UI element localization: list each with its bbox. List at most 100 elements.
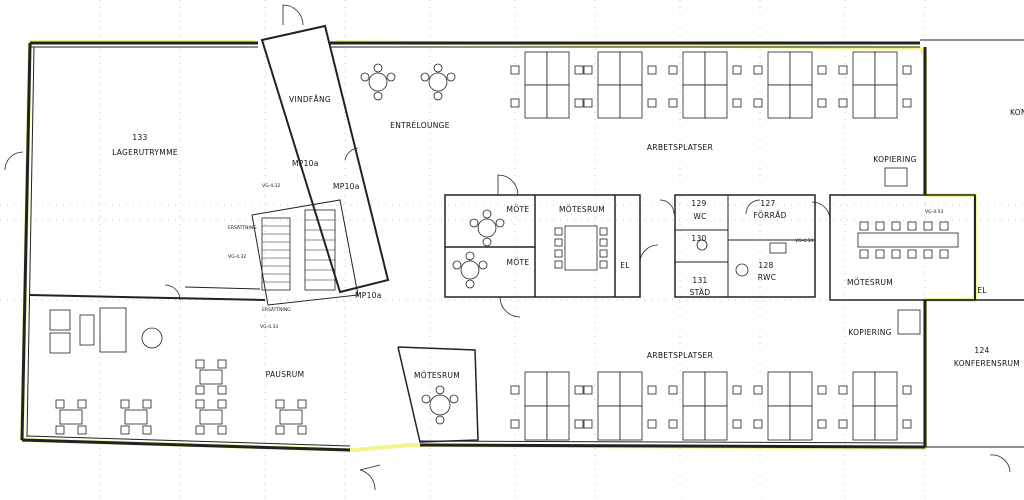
chair xyxy=(77,399,87,409)
chair xyxy=(195,425,205,435)
desk xyxy=(619,84,643,119)
desk xyxy=(619,371,643,407)
chair xyxy=(647,419,657,429)
copier xyxy=(884,167,908,187)
label-el-right: EL xyxy=(977,286,987,295)
chair xyxy=(386,72,396,82)
chair xyxy=(907,221,917,231)
chair xyxy=(574,98,584,108)
chair xyxy=(668,385,678,395)
chair xyxy=(449,394,459,404)
doors xyxy=(4,4,1011,491)
chair xyxy=(217,359,227,369)
chair xyxy=(433,63,443,73)
desk xyxy=(852,405,876,441)
conference-table xyxy=(857,232,959,248)
chair xyxy=(923,221,933,231)
chair xyxy=(554,238,563,247)
chair xyxy=(510,65,520,75)
tag-mp-3: MP10a xyxy=(355,291,382,300)
desk xyxy=(767,405,791,441)
chair xyxy=(142,399,152,409)
label-forrad: FÖRRÅD xyxy=(753,211,786,220)
chair xyxy=(478,260,488,270)
chair xyxy=(495,218,505,228)
chair xyxy=(732,65,742,75)
chair xyxy=(668,98,678,108)
chair xyxy=(574,385,584,395)
chair xyxy=(583,385,593,395)
label-wc: WC xyxy=(693,212,706,221)
tag-mp-1: MP10a xyxy=(292,159,319,168)
label-stad: STÄD xyxy=(690,288,711,297)
chair xyxy=(469,218,479,228)
toilet xyxy=(735,263,749,277)
round-table xyxy=(141,327,163,349)
label-arbetsplatser-bottom: ARBETSPLATSER xyxy=(647,351,713,360)
desk xyxy=(524,405,548,441)
desk xyxy=(852,371,876,407)
round-table xyxy=(428,72,448,92)
chair xyxy=(55,399,65,409)
conference-table xyxy=(564,225,598,271)
table xyxy=(279,409,303,425)
desk xyxy=(767,371,791,407)
chair xyxy=(599,238,608,247)
chair xyxy=(554,227,563,236)
desk xyxy=(767,84,791,119)
round-table xyxy=(368,72,388,92)
coffee-table xyxy=(79,314,95,346)
chair xyxy=(923,249,933,259)
chair xyxy=(554,249,563,258)
chair xyxy=(732,98,742,108)
chair xyxy=(195,359,205,369)
label-arbetsplatser-top: ARBETSPLATSER xyxy=(647,143,713,152)
chair xyxy=(838,98,848,108)
chair xyxy=(217,385,227,395)
label-rwc-number: 128 xyxy=(758,261,773,270)
chair xyxy=(599,227,608,236)
chair xyxy=(647,65,657,75)
chair xyxy=(297,425,307,435)
desk xyxy=(546,51,570,86)
chair xyxy=(142,425,152,435)
desk xyxy=(874,51,898,86)
chair xyxy=(195,399,205,409)
tag-vg-5: VG-4.33 xyxy=(925,209,943,215)
chair xyxy=(902,98,912,108)
label-stad-number: 131 xyxy=(692,276,707,285)
desk xyxy=(704,405,728,441)
chair xyxy=(120,399,130,409)
round-table xyxy=(460,260,480,280)
chair xyxy=(891,221,901,231)
desk xyxy=(597,84,621,119)
copier xyxy=(897,309,921,335)
label-entrelounge: ENTRÉLOUNGE xyxy=(390,121,450,130)
desk xyxy=(789,405,813,441)
tag-mp-2: MP10a xyxy=(333,182,360,191)
room-labels: 133 LAGERUTRYMME VINDFÅNG ENTRÉLOUNGE AR… xyxy=(112,95,1024,380)
tag-vg-1: VG-4.32 xyxy=(262,183,280,189)
tag-vg-4: VG-4.34 xyxy=(795,238,813,244)
label-kopiering-bottom: KOPIERING xyxy=(848,328,891,337)
chair xyxy=(599,260,608,269)
label-forrad-number: 127 xyxy=(760,199,775,208)
chair xyxy=(838,65,848,75)
label-el-center: EL xyxy=(620,261,630,270)
desk xyxy=(546,84,570,119)
chair xyxy=(433,91,443,101)
desk xyxy=(874,84,898,119)
desk xyxy=(767,51,791,86)
chair xyxy=(574,65,584,75)
chair xyxy=(838,385,848,395)
chair xyxy=(217,399,227,409)
chair xyxy=(482,209,492,219)
chair xyxy=(435,415,445,425)
desk xyxy=(524,84,548,119)
desk xyxy=(682,51,706,86)
desk xyxy=(619,51,643,86)
interior-walls xyxy=(29,24,1024,443)
desk xyxy=(789,371,813,407)
chair xyxy=(859,221,869,231)
